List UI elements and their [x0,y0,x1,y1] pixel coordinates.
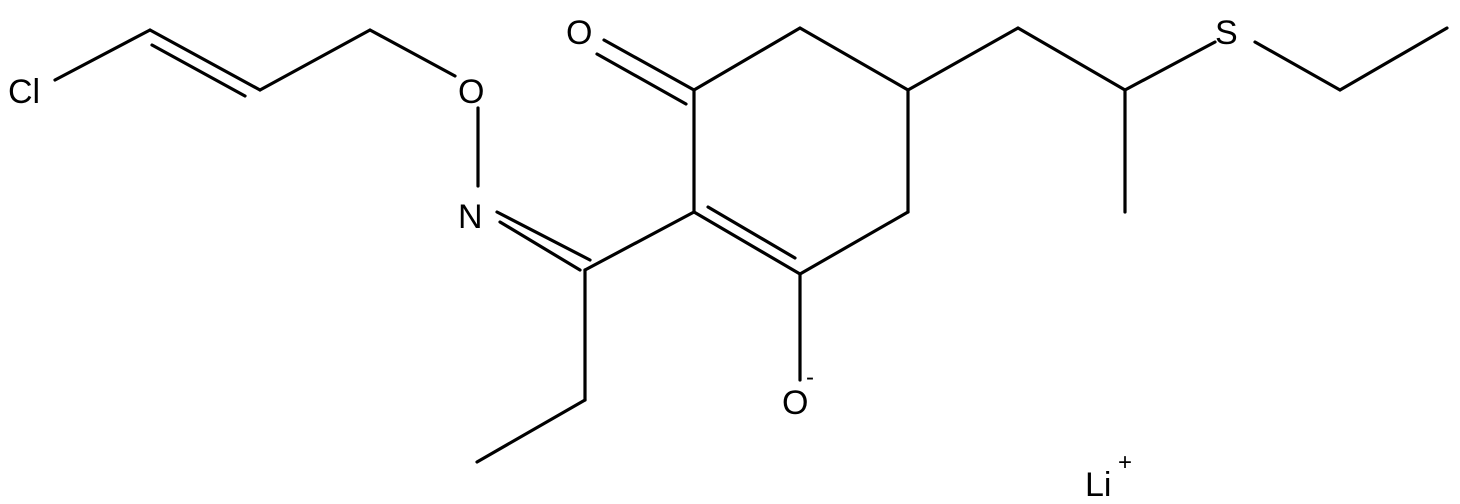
bond-c1-c2-double-b [150,43,247,98]
charge-li: + [1118,449,1132,476]
atom-label-s: S [1215,14,1238,52]
bond-ketone-double-b [595,52,688,106]
bond-c2-c3 [258,28,372,92]
bonds [53,26,1449,464]
bond-c1-c2-double-a [148,28,262,92]
bond-ketone-double-a [602,38,696,92]
bond-ring-c6-c5 [798,26,910,92]
atom-label-n-oxime: N [458,198,483,236]
bond-ch2-ch3-ethyl [1338,26,1449,92]
bond-ring-c1-c6 [692,26,802,92]
bond-ring-c4-c3 [798,210,910,276]
bond-n-c-double-b [495,210,592,262]
bond-ring-c3-c2-double-b [706,205,797,260]
bond-ring-c3-c2-double-a [692,210,802,276]
bond-cimine-ring [583,210,696,272]
atom-label-li: Li [1085,466,1111,504]
atom-label-cl: Cl [8,73,40,111]
atom-label-o-oxime: O [458,73,484,111]
atom-label-o-ketone: O [566,14,592,52]
bond-n-c-double-a [498,220,582,272]
atom-label-o-enolate: O [782,384,808,422]
charge-o-enolate: - [806,364,814,391]
bond-c5-ch2 [906,26,1020,92]
bond-ch-s [1123,40,1217,92]
bond-ch2-ch3 [475,398,587,464]
bond-c3-o [368,28,457,78]
atom-labels: Cl O N O O - S Li + [8,14,1238,504]
bond-ch2-ch [1016,26,1127,92]
bond-s-ch2 [1253,40,1342,92]
bond-cl-c1 [53,28,152,82]
